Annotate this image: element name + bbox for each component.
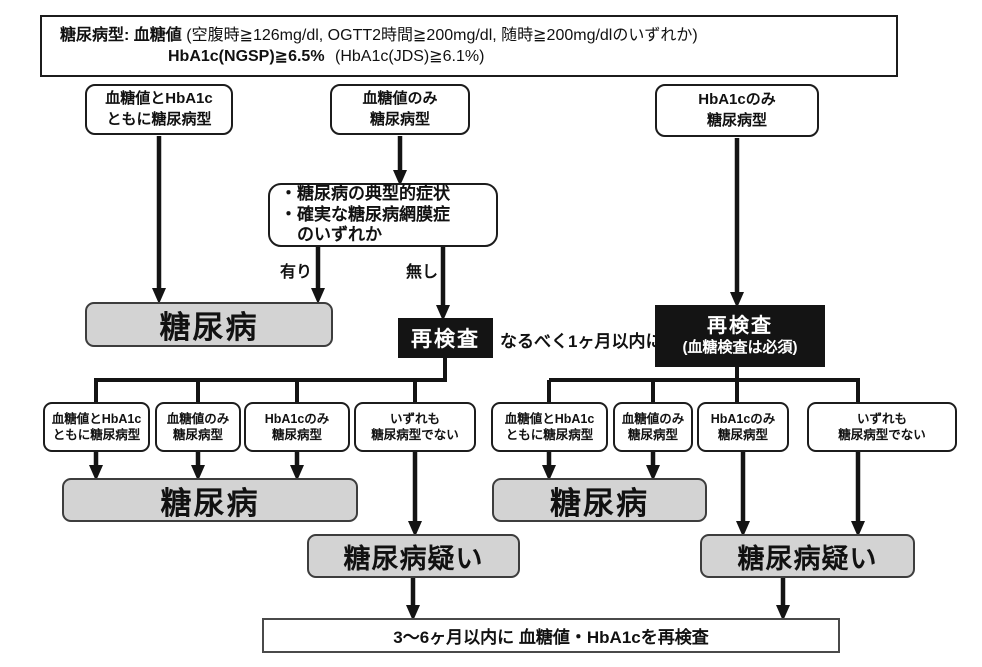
criteria-line1-rest: (空腹時≧126mg/dl, OGTT2時間≧200mg/dl, 随時≧200m… [186,27,698,44]
symptoms-line2: ・確実な糖尿病網膜症 [280,204,450,224]
node-result-left-none: いずれも 糖尿病型でない [354,402,476,452]
result-line2: 糖尿病型 [717,428,768,442]
criteria-line2: HbA1c(NGSP)≧6.5% (HbA1c(JDS)≧6.1%) [60,46,484,67]
recheck-right-note: (血糖検査は必須) [682,339,798,357]
node-suspected-right: 糖尿病疑い [700,534,915,578]
node-followup: 3〜6ヶ月以内に 血糖値・HbA1cを再検査 [262,618,840,653]
symptoms-line1: ・糖尿病の典型的症状 [280,184,450,204]
criteria-line1: 糖尿病型: 血糖値 (空腹時≧126mg/dl, OGTT2時間≧200mg/d… [60,25,698,46]
node-diabetes-3: 糖尿病 [492,478,707,522]
node-hba1c-line2: 糖尿病型 [706,111,767,129]
node-recheck-right: 再検査 (血糖検査は必須) [655,305,825,367]
result-line2: 糖尿病型 [271,428,322,442]
node-both-type-initial: 血糖値とHbA1c ともに糖尿病型 [85,84,233,135]
result-line1: HbA1cのみ [710,411,776,426]
node-glucose-line1: 血糖値のみ [362,90,438,108]
edge-label-asap: なるべく1ヶ月以内に [500,332,663,351]
symptoms-line3: のいずれか [297,225,382,245]
result-line2: 糖尿病型でない [838,428,926,442]
result-line1: 血糖値とHbA1c [504,411,595,426]
criteria-line1-bold: 糖尿病型: 血糖値 [60,27,182,44]
result-line1: 血糖値のみ [621,411,685,426]
node-result-left-hba1c: HbA1cのみ 糖尿病型 [244,402,350,452]
node-result-right-hba1c: HbA1cのみ 糖尿病型 [697,402,789,452]
node-both-line2: ともに糖尿病型 [106,110,212,128]
result-line2: ともに糖尿病型 [52,428,141,442]
result-line2: 糖尿病型 [172,428,223,442]
node-recheck-left: 再検査 [398,318,493,358]
recheck-right-title: 再検査 [707,315,773,338]
tree-recheck-left [94,358,447,402]
node-glucose-only-initial: 血糖値のみ 糖尿病型 [330,84,470,135]
node-glucose-line2: 糖尿病型 [369,110,430,128]
node-hba1c-only-initial: HbA1cのみ 糖尿病型 [655,84,819,137]
edge-label-present: 有り [279,264,312,281]
node-diabetes-2: 糖尿病 [62,478,358,522]
result-line1: いずれも [856,411,907,426]
node-result-left-both: 血糖値とHbA1c ともに糖尿病型 [43,402,150,452]
result-line1: 血糖値のみ [166,411,230,426]
node-diabetes-1: 糖尿病 [85,302,333,347]
result-line1: 血糖値とHbA1c [51,411,142,426]
node-result-left-glucose: 血糖値のみ 糖尿病型 [155,402,241,452]
criteria-box: 糖尿病型: 血糖値 (空腹時≧126mg/dl, OGTT2時間≧200mg/d… [40,15,898,77]
edge-label-absent: 無し [405,264,438,281]
node-result-right-none: いずれも 糖尿病型でない [807,402,957,452]
node-both-line1: 血糖値とHbA1c [105,90,213,108]
node-result-right-both: 血糖値とHbA1c ともに糖尿病型 [491,402,608,452]
result-line2: 糖尿病型でない [371,428,459,442]
result-line1: いずれも [389,411,440,426]
tree-recheck-right [547,367,860,402]
criteria-line2-rest: (HbA1c(JDS)≧6.1%) [335,48,485,65]
node-suspected-left: 糖尿病疑い [307,534,520,578]
result-line2: ともに糖尿病型 [505,428,594,442]
node-result-right-glucose: 血糖値のみ 糖尿病型 [613,402,693,452]
criteria-line2-bold: HbA1c(NGSP)≧6.5% [168,48,325,65]
node-hba1c-line1: HbA1cのみ [698,91,776,109]
result-line2: 糖尿病型 [627,428,678,442]
node-symptoms: ・糖尿病の典型的症状 ・確実な糖尿病網膜症 のいずれか [268,183,498,247]
result-line1: HbA1cのみ [264,411,330,426]
